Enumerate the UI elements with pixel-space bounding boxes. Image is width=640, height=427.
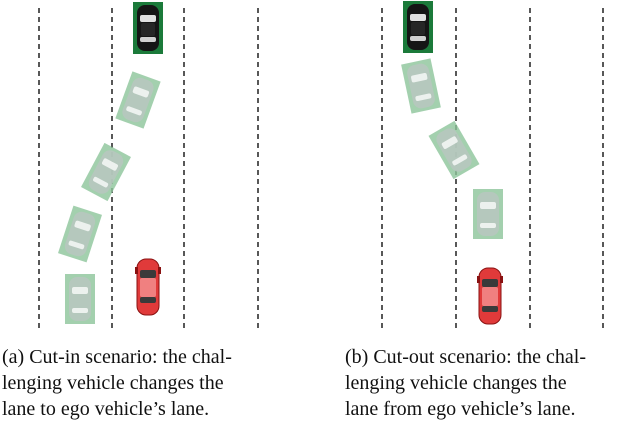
challenging-vehicle — [65, 274, 95, 324]
challenging-vehicle — [81, 142, 131, 202]
cut-in-caption: (a) Cut-in scenario: the chal- lenging v… — [2, 344, 294, 422]
cut-out-caption: (b) Cut-out scenario: the chal- lenging … — [345, 344, 637, 422]
scenario-figure — [38, 1, 604, 332]
ego-vehicle — [135, 258, 161, 316]
caption-line: lane from ego vehicle’s lane. — [345, 398, 576, 420]
challenging-vehicle — [115, 71, 161, 129]
caption-line: lenging vehicle changes the — [345, 372, 567, 394]
challenging-vehicle — [58, 205, 102, 263]
caption-line: lenging vehicle changes the — [2, 372, 224, 394]
cut-out-scenario-panel — [381, 1, 604, 332]
lead-vehicle — [133, 2, 163, 54]
lead-vehicle — [403, 1, 433, 53]
caption-line: lane to ego vehicle’s lane. — [2, 398, 210, 420]
ego-vehicle — [477, 267, 503, 325]
caption-line: (b) Cut-out scenario: the chal- — [345, 346, 587, 368]
challenging-vehicle — [428, 120, 480, 180]
cut-in-scenario-panel — [38, 2, 259, 332]
caption-line: (a) Cut-in scenario: the chal- — [2, 346, 232, 368]
challenging-vehicle — [401, 58, 441, 114]
challenging-vehicle — [473, 189, 503, 239]
